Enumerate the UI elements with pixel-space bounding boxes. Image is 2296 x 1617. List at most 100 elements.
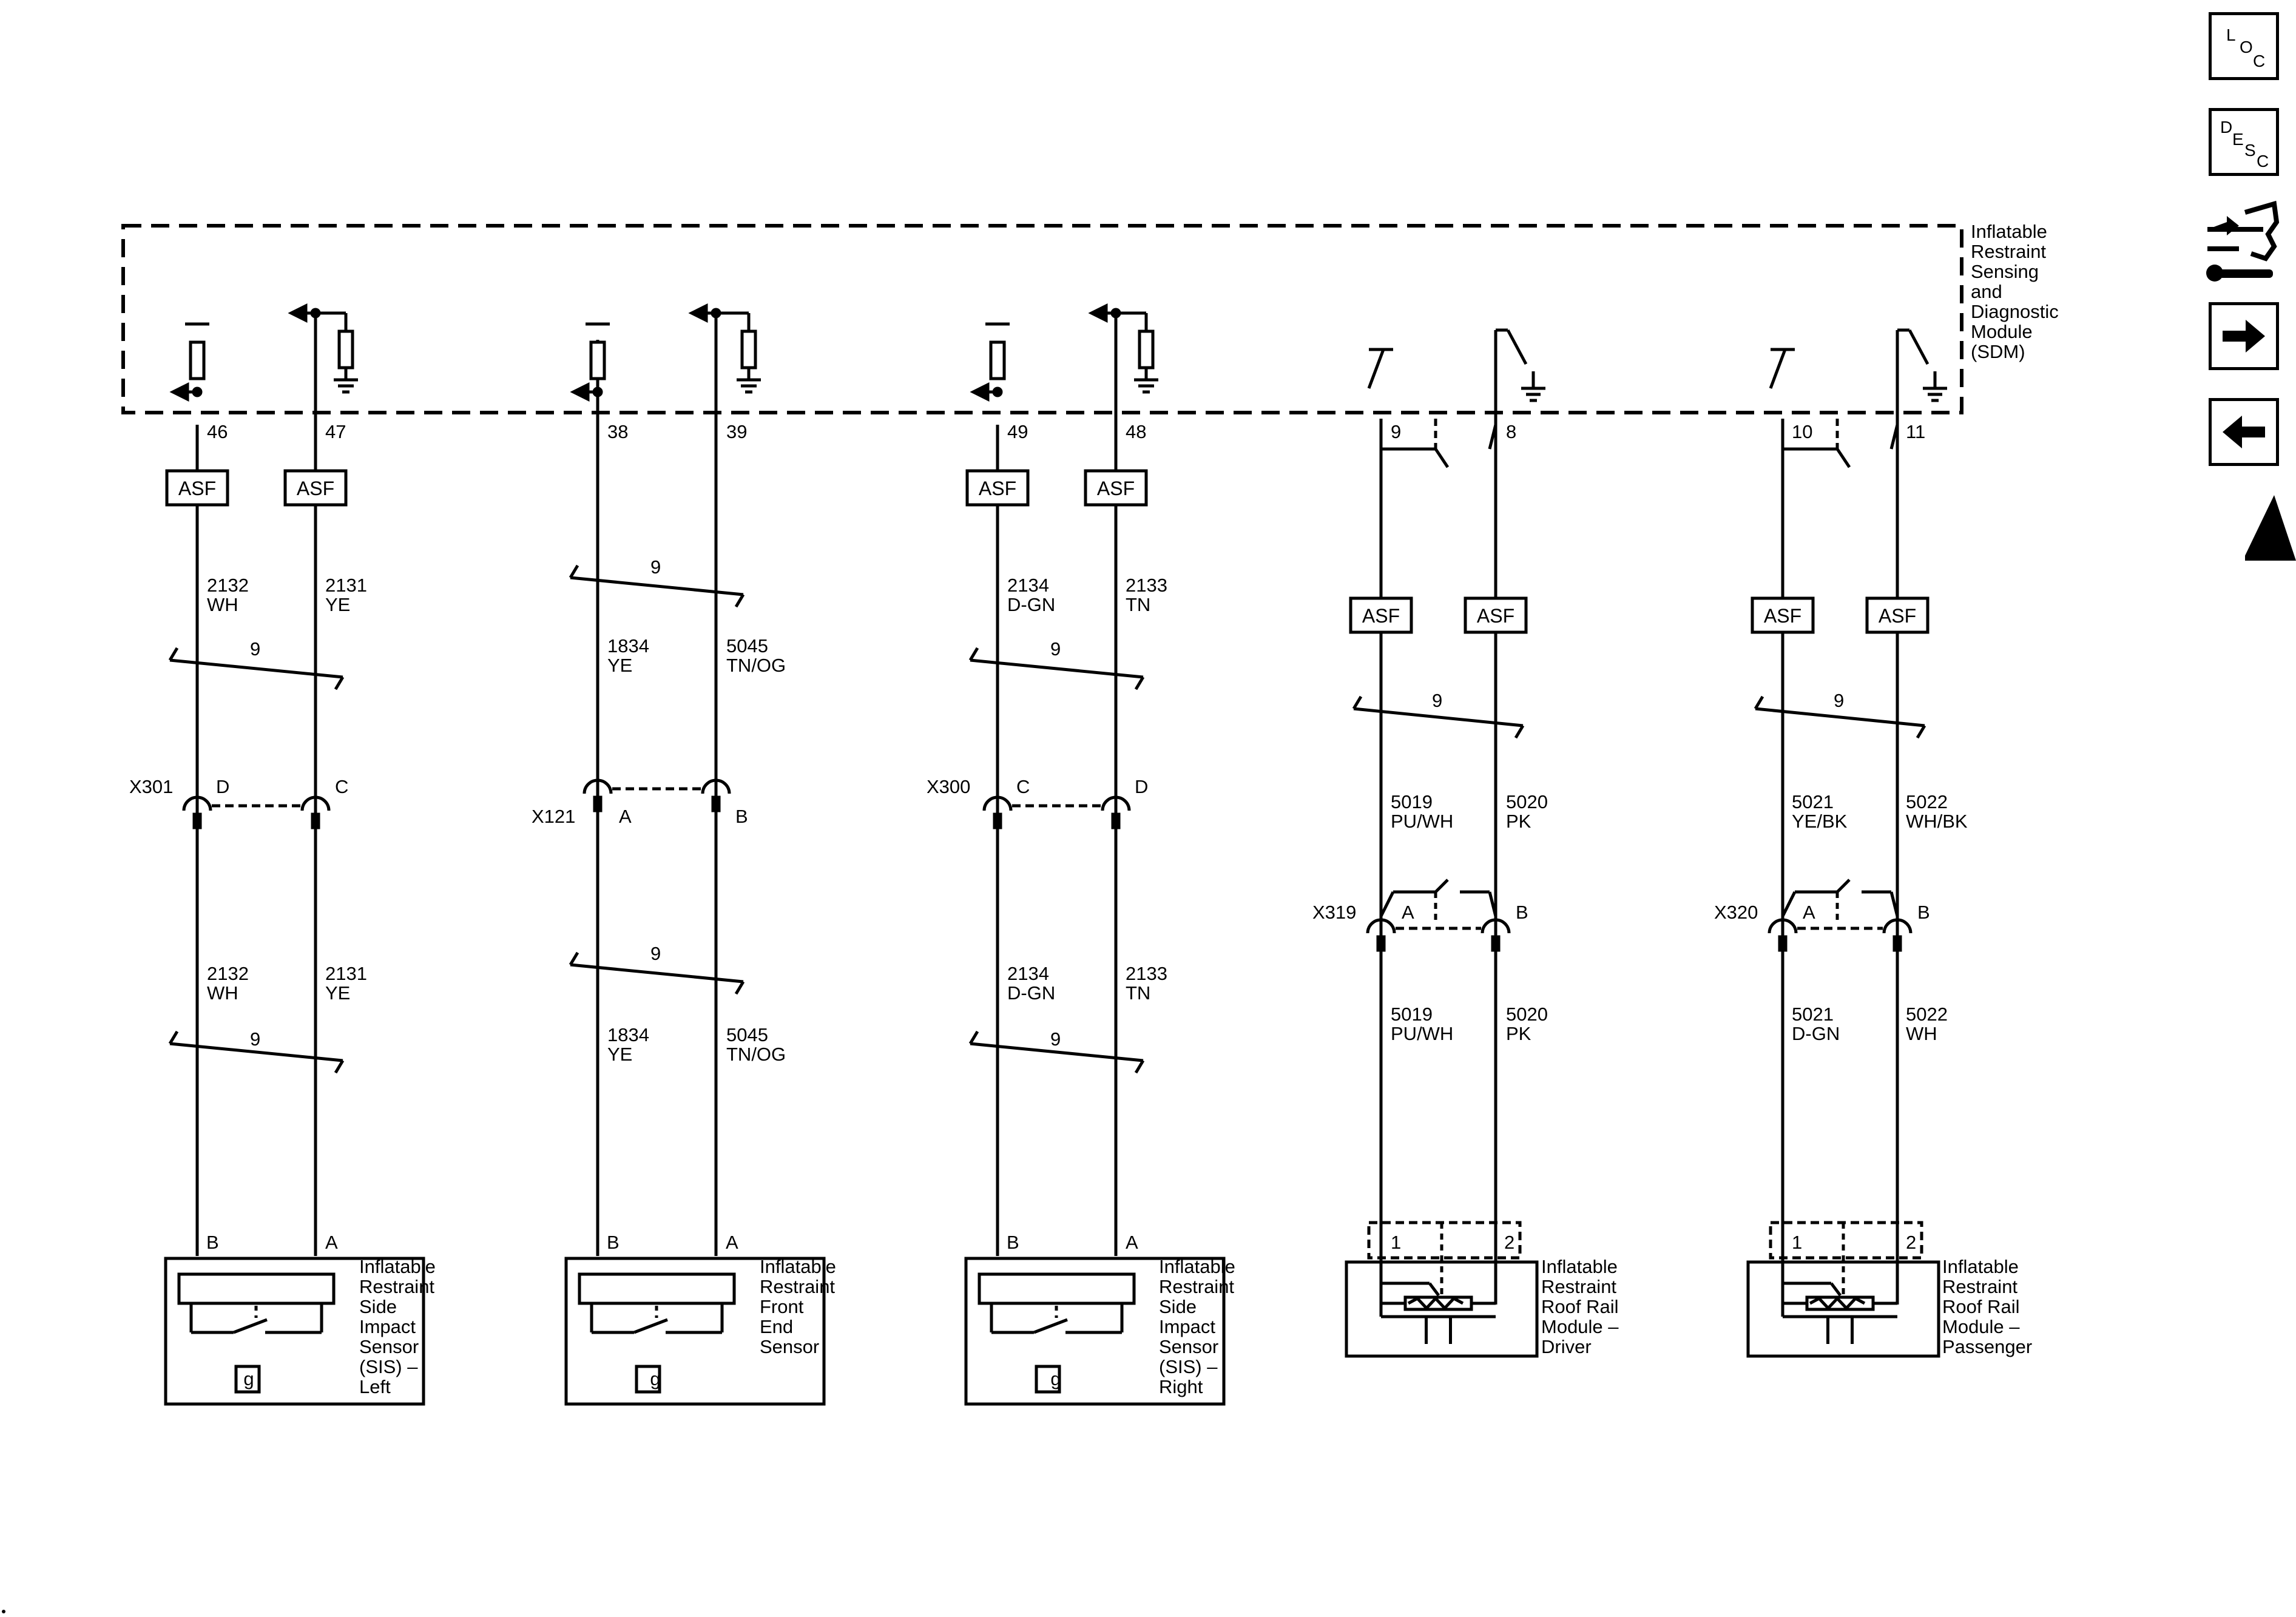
sdm-pin-number: 10: [1792, 421, 1812, 442]
twisted-pair-label: 9: [1834, 690, 1844, 711]
airbag-warning-icon-mask: [2245, 490, 2296, 563]
twist-slash-tick: [334, 676, 345, 690]
wire-color: PK: [1506, 1023, 1531, 1044]
switch-blade: [1835, 448, 1851, 468]
junction-dot: [1110, 308, 1121, 319]
device-name-line: Sensor: [760, 1336, 819, 1357]
connector-female: [701, 778, 731, 794]
twist-slash-tick: [1514, 724, 1525, 739]
circuit-number: 5019: [1391, 791, 1433, 812]
connector-male: [1376, 935, 1386, 952]
shorting-bar: [1434, 879, 1449, 893]
wire-color: TN: [1126, 982, 1150, 1004]
twist-slash-tick: [569, 951, 579, 966]
sdm-name-line: Sensing: [1971, 261, 2039, 282]
twist-slash-tick: [1916, 724, 1926, 739]
circuit-number: 5021: [1792, 791, 1834, 812]
resistor: [189, 340, 206, 380]
sdm-name-line: (SDM): [1971, 341, 2025, 362]
location-button[interactable]: L O C: [2209, 12, 2279, 80]
shorting-bar: [1379, 891, 1395, 917]
loc-letter: L: [2226, 25, 2236, 44]
wire-color: WH: [1906, 1023, 1937, 1044]
twist-slash: [1755, 707, 1925, 727]
switch-blade: [1367, 349, 1385, 389]
twisted-pair-label: 9: [1050, 638, 1061, 660]
circuit-number: 5022: [1906, 1004, 1948, 1025]
arrow-head: [970, 382, 990, 402]
connector-male: [711, 795, 721, 812]
twist-slash-tick: [1352, 695, 1363, 710]
connector-pin: A: [1402, 902, 1414, 923]
arrow-head: [570, 382, 590, 402]
wire-color: D-GN: [1007, 982, 1055, 1004]
arrow-head: [688, 303, 708, 323]
asf-box: [1464, 596, 1528, 634]
connector-name: X301: [129, 776, 173, 797]
asf-label: ASF: [1477, 605, 1514, 627]
device-name-front-end-sensor: Inflatable Restraint Front End Sensor: [760, 1256, 836, 1357]
resistor: [740, 329, 757, 370]
connector-female: [1768, 918, 1798, 934]
sensor-g-box: [234, 1365, 261, 1394]
twist-slash-tick: [968, 647, 979, 661]
switch-blade: [1434, 448, 1450, 468]
twist-slash: [169, 1042, 343, 1062]
device-name-line: Inflatable: [760, 1256, 836, 1277]
shorting-clip: [1428, 1282, 1440, 1297]
asf-label: ASF: [178, 478, 216, 499]
connector-pin: D: [216, 776, 229, 797]
circuit-number: 2132: [207, 963, 249, 984]
sensor-housing: [964, 1257, 1226, 1406]
twist-slash-tick: [569, 564, 579, 579]
previous-page-button[interactable]: [2209, 398, 2279, 466]
device-name-line: Restraint: [359, 1276, 434, 1297]
connector-end-view-icon[interactable]: [2203, 198, 2281, 289]
connector-male: [593, 795, 603, 812]
connector-pin: A: [1803, 902, 1815, 923]
circuit-number: 5019: [1391, 1004, 1433, 1025]
asf-box: [165, 469, 229, 507]
connector-female: [1481, 918, 1511, 934]
circuit-number: 2133: [1126, 575, 1167, 596]
description-button[interactable]: D E S C: [2209, 108, 2279, 176]
twist-slash: [970, 1042, 1144, 1062]
junction-dot: [192, 387, 203, 397]
shorting-bar: [1488, 891, 1497, 917]
connector-female: [182, 795, 212, 811]
device-name-line: Inflatable: [1541, 1256, 1618, 1277]
connector-female: [300, 795, 331, 811]
connector-female: [1366, 918, 1396, 934]
connector-name: X121: [532, 806, 575, 827]
sdm-pin-number: 11: [1906, 421, 1925, 442]
shorting-bar: [1781, 891, 1797, 917]
switch-blade: [1908, 329, 1930, 365]
sensor-element: [177, 1272, 336, 1305]
device-name-sis-left: Inflatable Restraint Side Impact Sensor …: [359, 1256, 436, 1397]
connector-female: [1882, 918, 1913, 934]
device-name-line: Module –: [1541, 1316, 1619, 1337]
sdm-pin-number: 49: [1007, 421, 1028, 442]
device-pin: B: [1007, 1232, 1019, 1253]
sensor-element: [578, 1272, 736, 1305]
wire-color: YE: [325, 982, 350, 1004]
twisted-pair-label: 9: [1050, 1028, 1061, 1050]
device-name-line: Side: [1159, 1296, 1197, 1317]
wire-color: WH/BK: [1906, 811, 1968, 832]
device-name-roof-rail-passenger: Inflatable Restraint Roof Rail Module – …: [1942, 1256, 2032, 1357]
device-name-line: Sensor: [1159, 1336, 1218, 1357]
asf-box: [1084, 469, 1148, 507]
device-pin: 1: [1391, 1232, 1401, 1253]
connector-female: [982, 795, 1013, 811]
sensor-switch: [633, 1318, 668, 1334]
next-page-button[interactable]: [2209, 302, 2279, 370]
resistor: [1138, 329, 1155, 370]
sdm-pin-number: 38: [607, 421, 628, 442]
desc-letter: S: [2244, 141, 2256, 160]
circuit-number: 5022: [1906, 791, 1948, 812]
twist-slash-tick: [168, 1030, 179, 1045]
junction-dot: [310, 308, 321, 319]
twist-slash-tick: [734, 981, 745, 995]
